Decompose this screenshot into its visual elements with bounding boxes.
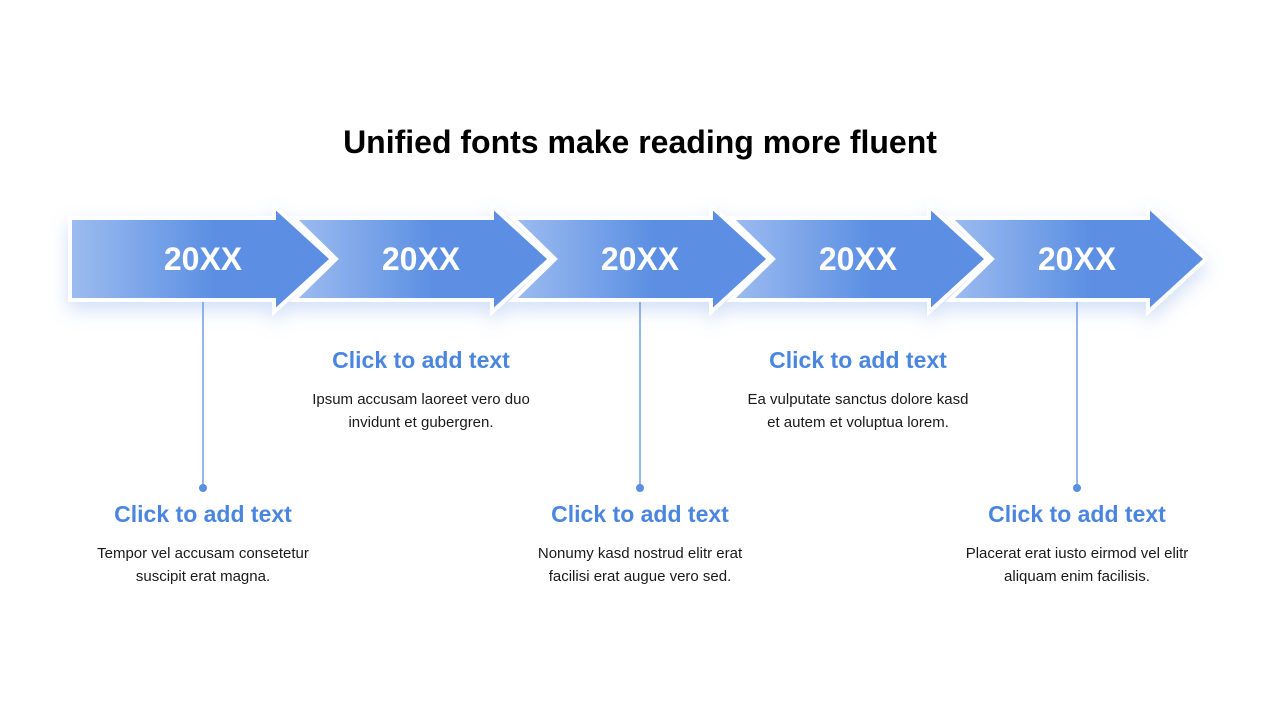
connector-1: [199, 302, 207, 492]
milestone-5-body-line-2: aliquam enim facilisis.: [1004, 568, 1150, 585]
timeline-arrow-1: [68, 201, 335, 317]
timeline-arrow-3: [508, 201, 772, 317]
connector-dot-1: [199, 484, 207, 492]
milestone-4-body-line-2: et autem et voluptua lorem.: [767, 414, 949, 431]
year-label-5[interactable]: 20XX: [1037, 241, 1117, 277]
milestone-1-body[interactable]: Tempor vel accusam consetetur suscipit e…: [73, 542, 333, 588]
milestone-4-body-line-1: Ea vulputate sanctus dolore kasd: [747, 391, 969, 408]
arrow-chain: [68, 201, 1209, 317]
milestone-2-body[interactable]: Ipsum accusam laoreet vero duo invidunt …: [291, 388, 551, 434]
milestone-3-body-line-2: facilisi erat augue vero sed.: [548, 568, 732, 585]
milestone-5-heading[interactable]: Click to add text: [988, 501, 1166, 527]
timeline-arrow-4: [726, 201, 990, 317]
connector-3: [636, 302, 644, 492]
milestone-1-heading[interactable]: Click to add text: [114, 501, 292, 527]
milestone-4-heading[interactable]: Click to add text: [769, 347, 947, 373]
milestone-3-body-line-1: Nonumy kasd nostrud elitr erat: [537, 545, 743, 562]
milestone-3-heading[interactable]: Click to add text: [551, 501, 729, 527]
timeline-arrow-2: [289, 201, 553, 317]
milestone-4-body[interactable]: Ea vulputate sanctus dolore kasd et aute…: [728, 388, 988, 434]
timeline-arrow-5: [945, 201, 1209, 317]
connector-5: [1073, 302, 1081, 492]
milestone-2-body-line-2: invidunt et gubergren.: [348, 414, 494, 431]
year-label-3[interactable]: 20XX: [600, 241, 680, 277]
year-label-1[interactable]: 20XX: [163, 241, 243, 277]
milestone-1-body-line-1: Tempor vel accusam consetetur: [97, 545, 309, 562]
milestone-3-body[interactable]: Nonumy kasd nostrud elitr erat facilisi …: [510, 542, 770, 588]
year-label-2[interactable]: 20XX: [381, 241, 461, 277]
milestone-1-body-line-2: suscipit erat magna.: [135, 568, 271, 585]
slide-title[interactable]: Unified fonts make reading more fluent: [343, 124, 937, 160]
year-label-4[interactable]: 20XX: [818, 241, 898, 277]
milestone-2-body-line-1: Ipsum accusam laoreet vero duo: [312, 391, 530, 408]
connector-dot-3: [636, 484, 644, 492]
milestone-5-body-line-1: Placerat erat iusto eirmod vel elitr: [965, 545, 1189, 562]
milestone-5-body[interactable]: Placerat erat iusto eirmod vel elitr ali…: [947, 542, 1207, 588]
connector-dot-5: [1073, 484, 1081, 492]
milestone-2-heading[interactable]: Click to add text: [332, 347, 510, 373]
